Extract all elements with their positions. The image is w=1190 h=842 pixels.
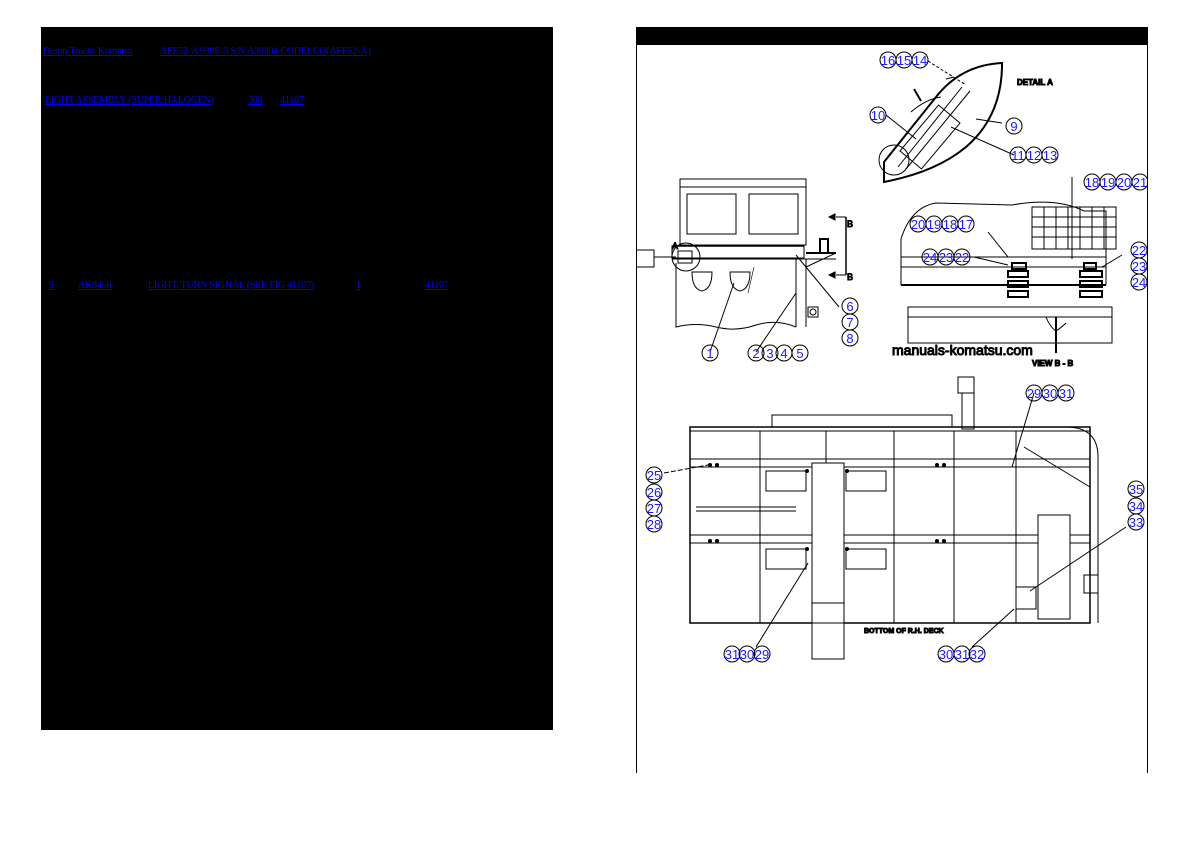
callout-16[interactable]: 16 (881, 53, 895, 68)
callout-15[interactable]: 15 (897, 53, 911, 68)
callout-2[interactable]: 2 (752, 346, 759, 361)
callout-17[interactable]: 17 (959, 217, 973, 232)
watermark: manuals-komatsu.com (892, 342, 1033, 358)
callout-10[interactable]: 10 (871, 108, 885, 123)
callout-29[interactable]: 29 (1027, 386, 1041, 401)
callout-21[interactable]: 21 (1133, 175, 1147, 190)
rh-deck-bottom-drawing (663, 376, 1127, 660)
callout-18[interactable]: 18 (943, 217, 957, 232)
callout-27[interactable]: 27 (647, 501, 661, 516)
callout-19[interactable]: 19 (1101, 175, 1115, 190)
callout-19[interactable]: 19 (927, 217, 941, 232)
callout-31[interactable]: 31 (725, 647, 739, 662)
parts-diagram-panel: DETAIL A (636, 27, 1148, 773)
callout-29[interactable]: 29 (755, 647, 769, 662)
callout-35[interactable]: 35 (1129, 482, 1143, 497)
detail-a-drawing (878, 61, 1003, 184)
callout-30[interactable]: 30 (740, 647, 754, 662)
part-number-link[interactable]: AK8456 (78, 280, 112, 291)
section-b-top-marker: B (847, 219, 853, 229)
callout-23[interactable]: 23 (1132, 259, 1146, 274)
callout-22[interactable]: 22 (1132, 243, 1146, 258)
breadcrumb-model-link[interactable]: AFE52-A 930E-3 S/N A30304 CODELCO(AFE52-… (160, 46, 371, 57)
callout-18[interactable]: 18 (1085, 175, 1099, 190)
callout-22[interactable]: 22 (955, 250, 969, 265)
section-b-bottom-marker: B (847, 272, 853, 282)
callout-32[interactable]: 32 (970, 647, 984, 662)
callout-20[interactable]: 20 (911, 217, 925, 232)
callout-1[interactable]: 1 (706, 346, 713, 361)
callout-25[interactable]: 25 (647, 468, 661, 483)
callout-26[interactable]: 26 (647, 485, 661, 500)
callout-9[interactable]: 9 (1010, 119, 1017, 134)
callout-30[interactable]: 30 (939, 647, 953, 662)
callout-3[interactable]: 3 (766, 346, 773, 361)
part-figure-link[interactable]: 41107 (425, 280, 449, 291)
callout-11[interactable]: 11 (1011, 148, 1025, 163)
part-description-link[interactable]: LIGHT, TURN SIGNAL (SEE FIG 41107) (148, 280, 314, 291)
callout-31[interactable]: 31 (955, 647, 969, 662)
detail-a-label: DETAIL A (1017, 78, 1053, 87)
section-a-marker: A (672, 241, 678, 251)
callout-33[interactable]: 33 (1129, 515, 1143, 530)
view-b-b-label: VIEW B - B (1032, 359, 1074, 368)
callout-23[interactable]: 23 (939, 250, 953, 265)
part-item-number[interactable]: 9 (49, 280, 54, 291)
parts-list-panel: Dump Trucks Komatsu AFE52-A 930E-3 S/N A… (41, 27, 553, 730)
callout-31[interactable]: 31 (1059, 386, 1073, 401)
callout-12[interactable]: 12 (1027, 148, 1041, 163)
callout-14[interactable]: 14 (913, 53, 927, 68)
diagram-header-bar (636, 27, 1148, 45)
view-b-b-drawing (900, 177, 1123, 353)
callouts (645, 51, 1148, 663)
diagram-border-left (636, 45, 637, 773)
callout-20[interactable]: 20 (1117, 175, 1131, 190)
assembly-figure-link[interactable]: 41107 (280, 95, 304, 106)
part-qty[interactable]: 1 (356, 280, 361, 291)
parts-diagram: DETAIL A (636, 51, 1148, 663)
rh-deck-bottom-label: BOTTOM OF R.H. DECK (864, 628, 944, 635)
callout-34[interactable]: 34 (1129, 499, 1143, 514)
assembly-title-link[interactable]: LIGHT ASSEMBLY (SUPER HALOGEN) (45, 95, 214, 106)
callout-4[interactable]: 4 (780, 346, 787, 361)
diagram-border-right (1147, 45, 1148, 773)
callout-28[interactable]: 28 (647, 517, 661, 532)
breadcrumb-category-link[interactable]: Dump Trucks Komatsu (43, 46, 133, 57)
callout-13[interactable]: 13 (1043, 148, 1057, 163)
callout-24[interactable]: 24 (923, 250, 937, 265)
assembly-code-link[interactable]: 308 (248, 95, 263, 106)
side-elevation-drawing (636, 178, 847, 330)
callout-30[interactable]: 30 (1043, 386, 1057, 401)
callout-6[interactable]: 6 (846, 299, 853, 314)
callout-7[interactable]: 7 (846, 315, 853, 330)
callout-24[interactable]: 24 (1132, 275, 1146, 290)
callout-5[interactable]: 5 (796, 346, 803, 361)
callout-8[interactable]: 8 (846, 331, 853, 346)
